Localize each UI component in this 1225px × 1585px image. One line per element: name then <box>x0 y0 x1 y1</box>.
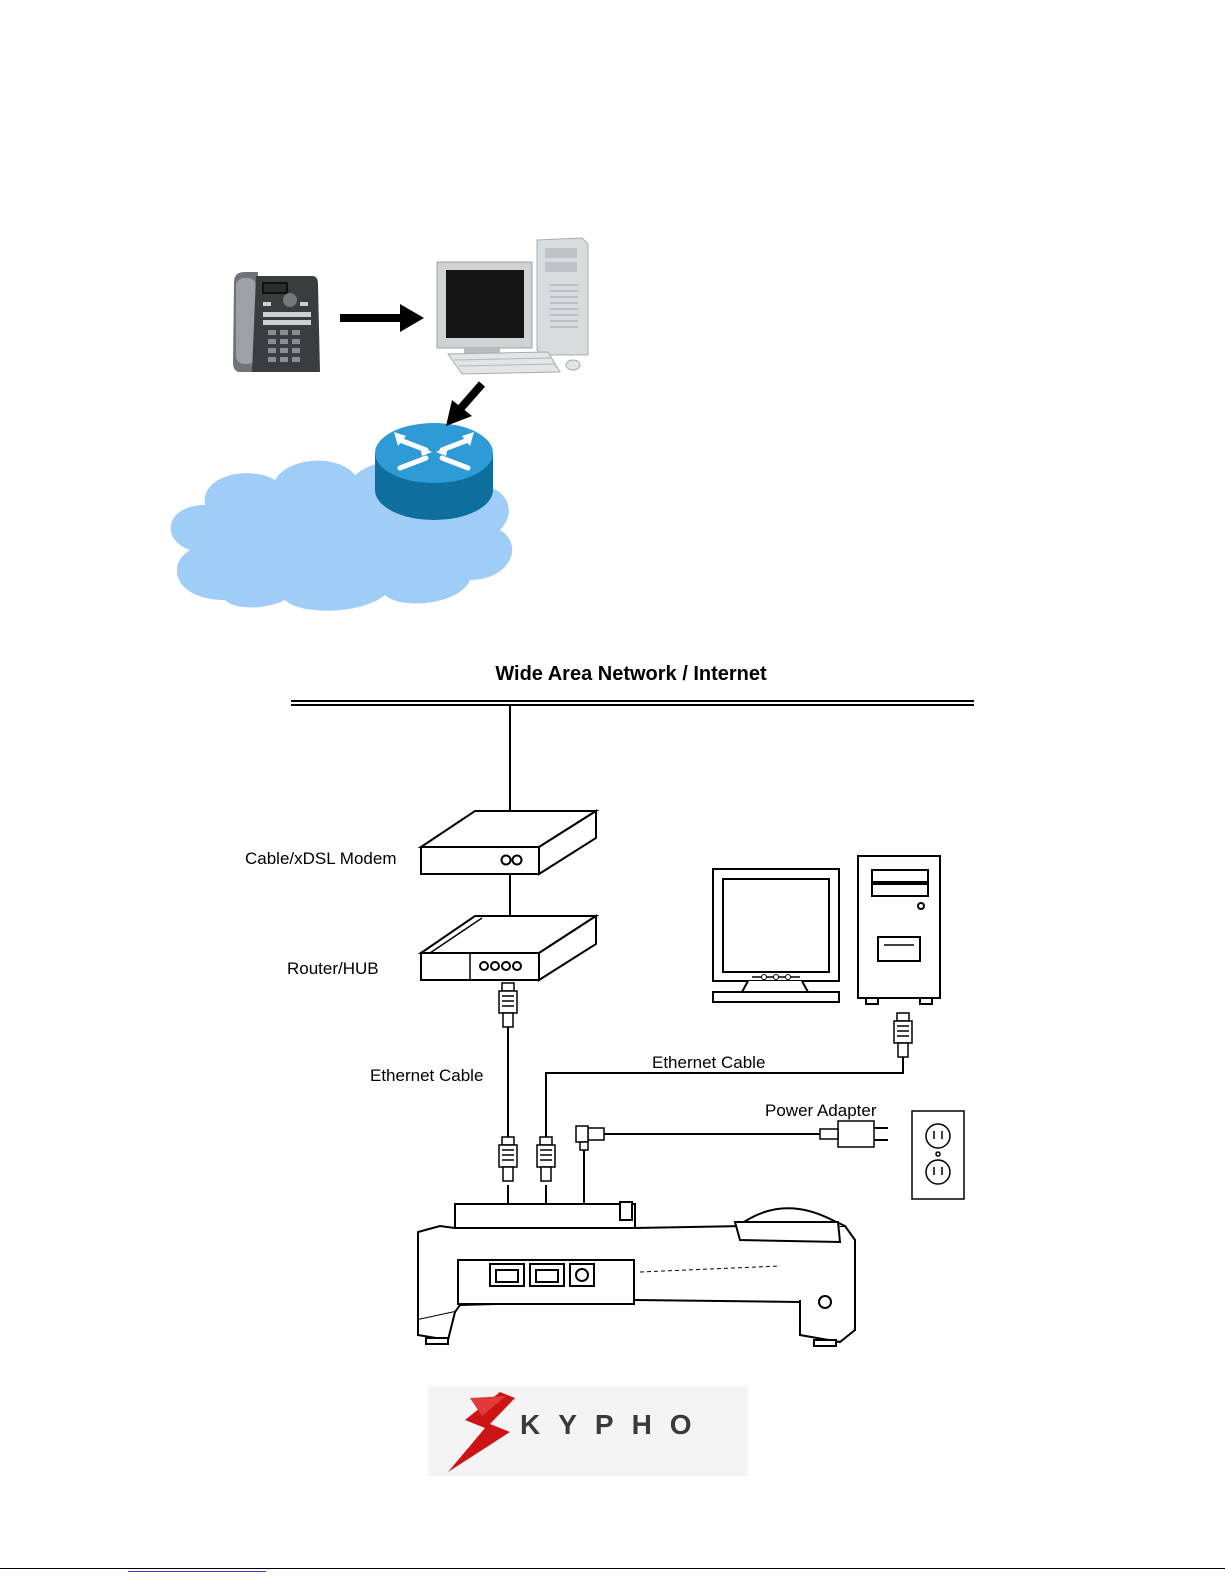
dc-plug-icon <box>576 1126 604 1150</box>
modem-label: Cable/xDSL Modem <box>245 849 397 868</box>
rj45-connector-icon <box>894 1013 912 1057</box>
power-adapter-label: Power Adapter <box>765 1101 877 1120</box>
phone-base-icon <box>418 1202 855 1346</box>
wan-label: Wide Area Network / Internet <box>495 663 767 685</box>
desktop-computer-icon <box>437 238 588 374</box>
rj45-connector-icon <box>499 1137 517 1181</box>
power-adapter-icon <box>820 1121 888 1147</box>
wan-bus-line <box>291 701 974 838</box>
wall-outlet-icon <box>912 1111 964 1199</box>
router-label: Router/HUB <box>287 959 379 978</box>
arrow-phone-to-pc <box>340 304 424 332</box>
router-icon <box>375 423 493 520</box>
pc-tower-icon <box>858 856 940 1004</box>
ethernet-cable-right-label: Ethernet Cable <box>652 1053 765 1072</box>
footer-rule <box>0 1568 1225 1569</box>
hub-icon <box>421 916 596 980</box>
ethernet-cable-left-label: Ethernet Cable <box>370 1066 483 1085</box>
footer-link-underline[interactable] <box>128 1571 266 1572</box>
ip-phone-icon <box>233 272 320 372</box>
arrow-pc-to-router <box>446 384 482 426</box>
monitor-icon <box>713 869 839 1002</box>
rj45-connector-icon <box>499 983 517 1027</box>
rj45-connector-icon <box>537 1137 555 1181</box>
modem-icon <box>421 811 596 874</box>
logo-text: KYPHO <box>520 1409 710 1440</box>
